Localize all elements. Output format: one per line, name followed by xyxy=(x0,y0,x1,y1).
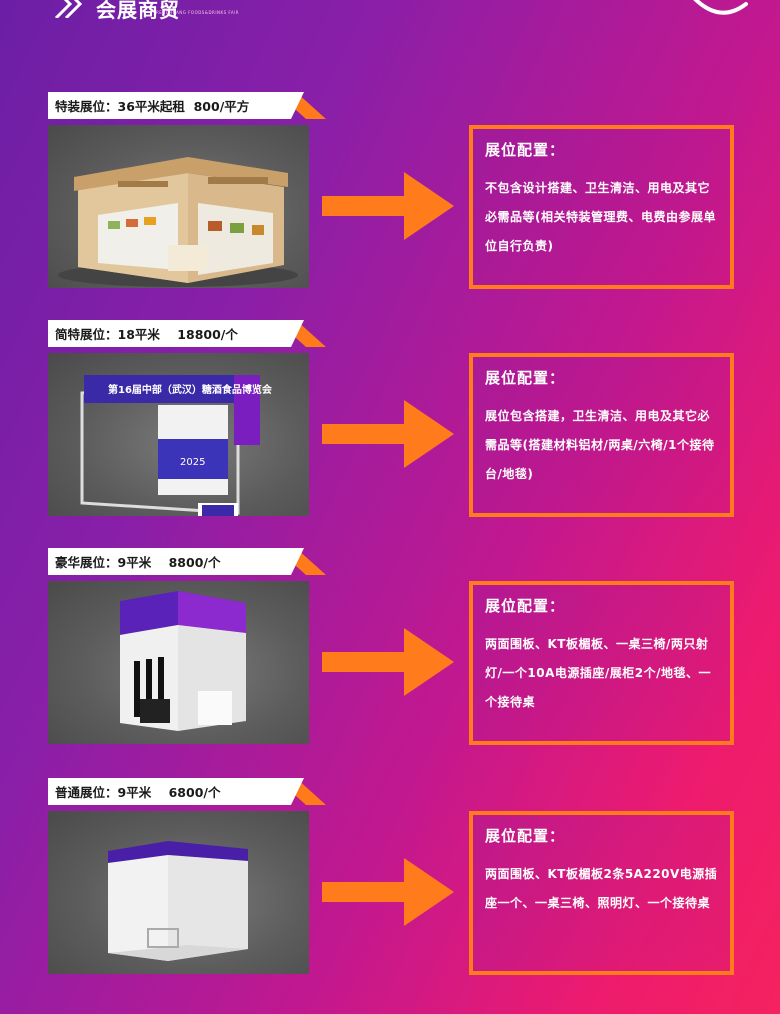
corner-swoosh-icon xyxy=(693,0,748,15)
config-text: 不包含设计搭建、卫生清洁、用电及其它必需品等(相关特装管理费、电费由参展单位自行… xyxy=(485,181,716,253)
config-box: 展位配置： 展位包含搭建，卫生清洁、用电及其它必需品等(搭建材料铝材/两桌/六椅… xyxy=(469,353,734,517)
config-text: 两面围板、KT板楣板2条5A220V电源插座一个、一桌三椅、照明灯、一个接待桌 xyxy=(485,867,718,910)
booth-tag: 普通展位：9平米 6800/个 xyxy=(48,778,304,805)
config-title: 展位配置： xyxy=(485,597,566,615)
logo-mark-icon xyxy=(54,0,83,18)
arrow-right-icon xyxy=(322,172,454,240)
booth-tag: 豪华展位：9平米 8800/个 xyxy=(48,548,304,575)
config-box: 展位配置： 两面围板、KT板楣板2条5A220V电源插座一个、一桌三椅、照明灯、… xyxy=(469,811,734,975)
config-box: 展位配置： 两面围板、KT板楣板、一桌三椅/两只射灯/一个10A电源插座/展柜2… xyxy=(469,581,734,745)
config-text: 两面围板、KT板楣板、一桌三椅/两只射灯/一个10A电源插座/展柜2个/地毯、一… xyxy=(485,637,711,709)
photo-year: 2025 xyxy=(180,457,205,468)
booth-tag: 简特展位：18平米 18800/个 xyxy=(48,320,304,347)
config-title: 展位配置： xyxy=(485,369,566,387)
booth-photo-luxury xyxy=(48,581,309,744)
photo-banner: 第16届中部（武汉）糖酒食品博览会 xyxy=(108,383,272,396)
arrow-right-icon xyxy=(322,858,454,926)
arrow-right-icon xyxy=(322,400,454,468)
logo-sub-text: RENCHUANG FOODS&DRINKS FAIR xyxy=(156,10,240,15)
config-title: 展位配置： xyxy=(485,141,566,159)
booth-photo-simple-special: 第16届中部（武汉）糖酒食品博览会 2025 xyxy=(48,353,309,516)
booth-photo-special xyxy=(48,125,309,288)
booth-photo-standard xyxy=(48,811,309,974)
config-box: 展位配置： 不包含设计搭建、卫生清洁、用电及其它必需品等(相关特装管理费、电费由… xyxy=(469,125,734,289)
logo: 会展商贸 RENCHUANG FOODS&DRINKS FAIR xyxy=(52,0,239,22)
arrow-right-icon xyxy=(322,628,454,696)
config-title: 展位配置： xyxy=(485,827,566,845)
config-text: 展位包含搭建，卫生清洁、用电及其它必需品等(搭建材料铝材/两桌/六椅/1个接待台… xyxy=(485,409,715,481)
logo-brand-text: 会展商贸 xyxy=(96,0,180,22)
booth-tag: 特装展位：36平米起租 800/平方 xyxy=(48,92,304,119)
